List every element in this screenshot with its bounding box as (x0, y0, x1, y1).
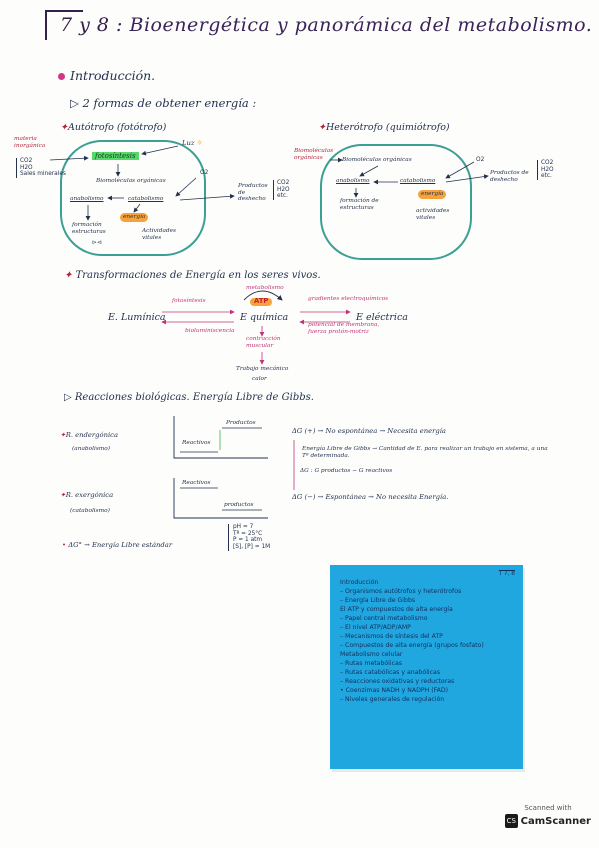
section-bullet (58, 73, 65, 80)
heterotrofo-cell (320, 144, 472, 260)
note-line: – Mecanismos de síntesis del ATP (340, 632, 443, 640)
page-title: 7 y 8 : Bioenergética y panorámica del m… (60, 14, 593, 36)
bioluminiscencia-label: bioluminiscencia (185, 328, 235, 334)
note-line: – El nivel ATP/ADP/AMP (340, 623, 411, 631)
autotrofo-productos: Productos de deshecho (238, 183, 268, 203)
dg-formula: ΔG : G productos − G reactivos (300, 468, 393, 474)
endergonica-productos: Productos (226, 420, 256, 426)
heterotrofo-energia: energía (418, 190, 447, 199)
e-quimica: E química (240, 312, 289, 323)
atp-burst: ATP (250, 297, 273, 306)
e-electrica: E eléctrica (356, 312, 408, 323)
heterotrofo-catabolismo: catabolismo (400, 178, 436, 184)
endergonica-sub: (anabolismo) (72, 446, 111, 452)
note-tag: T 7, 8 (498, 570, 515, 577)
note-line: Metabolismo celular (340, 650, 403, 658)
exergonica-productos: productos (224, 502, 254, 508)
note-line: – Organismos autótrofos y heterótrofos (340, 587, 462, 595)
autotrofo-outputs: CO2 H2O etc. (273, 180, 290, 200)
endergonica-label: ✦R. endergónica (60, 431, 119, 439)
fotosintesis-arrow-label: fotosíntesis (172, 298, 206, 304)
autotrofo-actividades: Actividades vitales (142, 228, 177, 241)
potencial-label: potencial de membrana, fuerza protón-mot… (308, 322, 380, 335)
heterotrofo-outputs: CO2 H2O etc. (537, 160, 554, 180)
intro-heading: Introducción. (70, 68, 156, 83)
luz-label: Luz ☼ (182, 139, 203, 147)
note-line: – Niveles generales de regulación (340, 695, 445, 703)
contraccion-label: contracción muscular (246, 336, 281, 349)
note-line: – Rutas metabólicas (340, 659, 403, 667)
note-line: – Energía Libre de Gibbs (340, 596, 416, 604)
dg-positive: ΔG (+) → No espontánea → Necesita energí… (292, 427, 446, 435)
note-line: • Coenzimas NADH y NADPH (FAD) (340, 686, 449, 694)
scanner-line2: CamScanner (520, 815, 591, 827)
intro-subheading: ▷ 2 formas de obtener energía : (70, 96, 257, 110)
gradientes-label: gradientes electroquímicos (308, 296, 389, 302)
exergonica-label: ✦R. exergónica (60, 491, 114, 499)
title-bracket (45, 10, 83, 40)
note-line: – Compuestos de alta energía (grupos fos… (340, 641, 484, 649)
autotrofo-catabolismo: catabolismo (128, 196, 164, 202)
autotrofo-biomoleculas: Biomoléculas orgánicas (96, 178, 166, 184)
scanner-line1: Scanned with (524, 804, 572, 812)
autotrofo-anabolismo: anabolismo (70, 196, 104, 202)
heterotrofo-actividades: actividades vitales (416, 208, 450, 221)
standard-conditions: pH = 7 Tª = 25°C P = 1 atm [S], [P] = 1M (228, 524, 270, 551)
exergonica-sub: (catabolismo) (70, 508, 110, 514)
note-line: El ATP y compuestos de alta energía (340, 605, 453, 613)
cell-division-icon: ⊳⊲ (92, 240, 102, 246)
camscanner-logo-icon: CS (505, 814, 518, 828)
gibbs-heading: ▷ Reacciones biológicas. Energía Libre d… (64, 392, 314, 403)
metabolismo-label: metabolismo (246, 285, 284, 291)
note-line: – Rutas catabólicas y anabólicas (340, 668, 441, 676)
sun-icon: ☼ (196, 139, 203, 147)
heterotrofo-productos: Productos de deshecho (490, 170, 529, 183)
note-line: Introducción (340, 579, 379, 586)
autotrofo-energia: energía (120, 213, 149, 222)
autotrofo-inputs: CO2 H2O Sales minerales (16, 158, 66, 178)
trabajo-label: Trabajo mecánico (236, 366, 289, 372)
e-luminica: E. Lumínica (108, 312, 166, 323)
dg-definition: Energía Libre de Gibbs → Cantidad de E. … (302, 446, 548, 459)
note-lines: Introducción – Organismos autótrofos y h… (340, 579, 484, 705)
heterotrofo-formacion: formación de estructuras (340, 198, 379, 211)
transform-heading: ✦ Transformaciones de Energía en los ser… (64, 270, 321, 281)
standard-energy: • ΔG° → Energía Libre estándar (62, 541, 173, 549)
heterotrofo-materia: Biomoléculas orgánicas (294, 148, 334, 161)
endergonica-reactivos: Reactivos (182, 440, 211, 446)
note-line: – Papel central metabolismo (340, 614, 428, 622)
note-line: – Reacciones oxidativas y reductoras (340, 677, 455, 685)
exergonica-reactivos: Reactivos (182, 480, 211, 486)
fotosintesis-label: fotosíntesis (92, 152, 139, 160)
autotrofo-materia: materia inorgánica (14, 136, 46, 149)
autotrofo-o2: O2 (200, 170, 209, 176)
heterotrofo-o2: O2 (476, 157, 485, 163)
autotrofo-label: ✦Autótrofo (fotótrofo) (60, 122, 167, 133)
dg-negative: ΔG (−) → Espontánea → No necesita Energí… (292, 493, 449, 501)
heterotrofo-label: ✦Heterótrofo (quimiótrofo) (318, 122, 450, 133)
camscanner-badge: Scanned with CS CamScanner (505, 804, 591, 840)
autotrofo-formacion: formación estructuras (72, 222, 106, 235)
sticky-note: T 7, 8 Introducción – Organismos autótro… (330, 565, 523, 769)
heterotrofo-anabolismo: anabolismo (336, 178, 370, 184)
heterotrofo-biomoleculas: Biomoléculas orgánicas (342, 157, 412, 163)
calor-label: calor (252, 376, 267, 382)
